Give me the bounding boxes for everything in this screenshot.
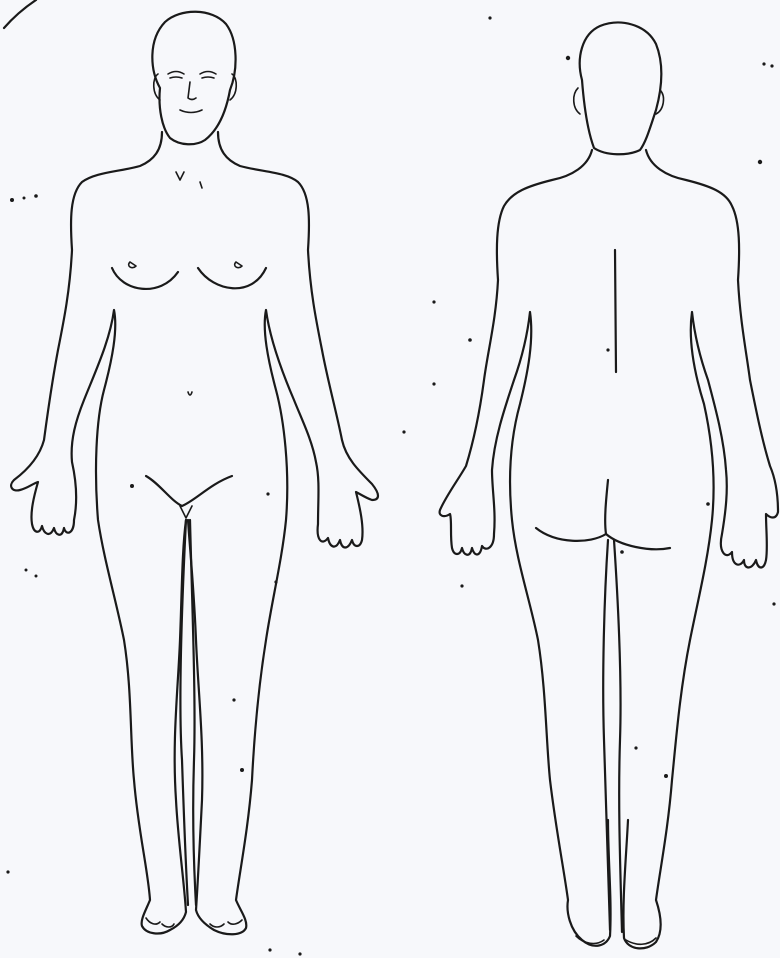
- back-inner-leg-left: [603, 540, 610, 930]
- front-pubic-mark: [180, 506, 192, 518]
- back-head-outline: [580, 23, 662, 155]
- front-right-nipple: [235, 262, 242, 268]
- front-mouth: [180, 110, 202, 113]
- noise-speck: [274, 580, 277, 583]
- noise-speck: [240, 768, 244, 772]
- noise-speck: [762, 62, 765, 65]
- noise-speck: [758, 160, 762, 164]
- front-collarbone-mark: [176, 172, 202, 188]
- noise-speck: [232, 698, 235, 701]
- front-body-figure: [11, 12, 378, 935]
- front-right-breast: [198, 268, 266, 288]
- front-navel: [188, 392, 192, 395]
- front-left-eye: [168, 72, 184, 79]
- front-nose: [188, 82, 196, 100]
- back-body-figure: [440, 23, 778, 949]
- front-left-nipple: [129, 262, 136, 268]
- back-left-ear: [574, 88, 580, 114]
- front-left-breast: [112, 268, 178, 289]
- noise-speck: [488, 16, 491, 19]
- noise-speck: [432, 300, 435, 303]
- noise-speck: [664, 774, 668, 778]
- noise-speck: [402, 430, 405, 433]
- noise-speck: [620, 550, 624, 554]
- noise-speck: [566, 56, 570, 60]
- front-right-outline: [188, 132, 378, 934]
- noise-speck: [34, 194, 38, 198]
- front-left-outline: [11, 132, 186, 933]
- back-right-heel: [626, 938, 656, 944]
- front-head-outline: [152, 12, 235, 145]
- noise-speck: [35, 575, 38, 578]
- front-right-eye: [200, 72, 216, 79]
- noise-speck: [706, 502, 710, 506]
- noise-speck: [6, 870, 9, 873]
- pen-stroke-mark: [4, 0, 36, 28]
- noise-speck: [772, 602, 775, 605]
- back-inner-leg-right: [614, 540, 622, 932]
- back-gluteal-cleft: [605, 480, 608, 534]
- back-spine-line: [615, 250, 616, 372]
- noise-speck: [25, 569, 28, 572]
- noise-speck: [266, 492, 269, 495]
- noise-speck: [460, 584, 463, 587]
- front-right-toes: [210, 920, 242, 927]
- noise-speck: [130, 484, 134, 488]
- noise-speck: [468, 338, 472, 342]
- noise-speck: [606, 348, 609, 351]
- back-left-outline: [440, 150, 611, 946]
- scan-noise-specks: [6, 16, 775, 955]
- noise-speck: [23, 197, 26, 200]
- noise-speck: [634, 746, 637, 749]
- noise-speck: [298, 952, 301, 955]
- noise-speck: [770, 64, 773, 67]
- noise-speck: [268, 948, 271, 951]
- noise-speck: [10, 198, 14, 202]
- noise-speck: [432, 382, 435, 385]
- front-groin-line: [146, 476, 232, 506]
- back-buttocks-outline: [536, 528, 670, 549]
- front-left-toes: [146, 918, 174, 927]
